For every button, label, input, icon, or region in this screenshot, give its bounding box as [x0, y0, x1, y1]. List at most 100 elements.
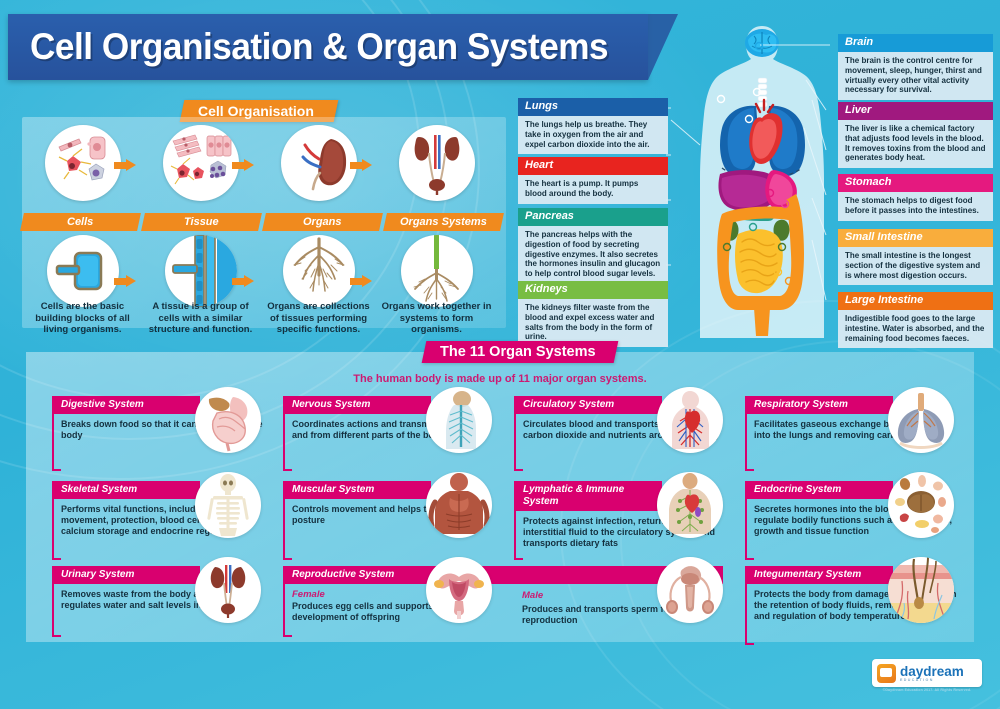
system-card-digestive: Digestive System Breaks down food so tha…: [52, 387, 270, 471]
reproductive-female-label: Female: [292, 589, 325, 600]
arrow-icon: [350, 159, 372, 171]
system-card-respiratory-text: Facilitates gaseous exchange by moving a…: [754, 419, 943, 440]
respiratory-system-icon: [888, 387, 954, 453]
callout-brain: Brain The brain is the control centre fo…: [838, 34, 993, 101]
callout-liver-text: The liver is like a chemical factory tha…: [838, 120, 993, 169]
stage-tissue-top: [144, 125, 257, 201]
system-card-digestive-title: Digestive System: [52, 396, 200, 414]
system-card-lymphatic: Lymphatic & Immune System Protects again…: [514, 472, 732, 560]
plant-root-icon: [282, 235, 355, 307]
plant-tissue-icon: [164, 235, 237, 307]
logo-text: daydream: [900, 663, 964, 679]
callout-kidneys-text: The kidneys filter waste from the blood …: [518, 299, 668, 348]
stage-label-cells: Cells: [20, 213, 141, 231]
system-card-respiratory: Respiratory System Facilitates gaseous e…: [745, 387, 963, 471]
title-accent-shape: [648, 14, 678, 80]
stage-organ-systems-bottom: [380, 235, 493, 307]
system-card-endocrine: Endocrine System Secretes hormones into …: [745, 472, 963, 560]
callout-small-intestine: Small Intestine The small intestine is t…: [838, 229, 993, 286]
system-card-muscular-text: Controls movement and helps to maintain …: [292, 504, 472, 525]
kidney-icon: [280, 125, 357, 201]
system-card-nervous: Nervous System Coordinates actions and t…: [283, 387, 501, 471]
callout-pancreas-title: Pancreas: [518, 208, 668, 226]
callout-brain-text: The brain is the control centre for move…: [838, 52, 993, 101]
poster-title-bar: Cell Organisation & Organ Systems: [8, 14, 648, 80]
arrow-icon: [114, 159, 136, 171]
urinary-system-icon: [195, 557, 261, 623]
system-card-respiratory-title: Respiratory System: [745, 396, 893, 414]
human-body-organs-icon: [676, 18, 848, 338]
logo-mark-icon: [877, 663, 896, 683]
stage-caption-organ-systems: Organs work together in systems to form …: [381, 301, 492, 335]
system-card-nervous-title: Nervous System: [283, 396, 431, 414]
system-card-endocrine-text: Secretes hormones into the bloodstream t…: [754, 504, 953, 536]
plant-cell-icon: [46, 235, 119, 307]
stage-organs-top: [262, 125, 375, 201]
system-card-integumentary-text: Protects the body from damage, and helps…: [754, 589, 957, 621]
callout-liver-title: Liver: [838, 102, 993, 120]
callout-lungs-title: Lungs: [518, 98, 668, 116]
cell-organisation-panel: Cells Tissue Organs Organs Systems: [20, 117, 506, 335]
arrow-icon: [350, 275, 372, 287]
system-card-reproductive-title: Reproductive System: [283, 566, 723, 584]
stage-label-organ-systems: Organs Systems: [383, 213, 504, 231]
callout-pancreas: Pancreas The pancreas helps with the dig…: [518, 208, 668, 284]
callout-pancreas-text: The pancreas helps with the digestion of…: [518, 226, 668, 284]
muscular-system-icon: [426, 472, 492, 538]
callout-small-intestine-text: The small intestine is the longest secti…: [838, 247, 993, 286]
stage-caption-tissue: A tissue is a group of cells with a simi…: [148, 301, 253, 335]
callout-stomach-title: Stomach: [838, 174, 993, 192]
callout-small-intestine-title: Small Intestine: [838, 229, 993, 247]
organ-systems-panel: The human body is made up of 11 major or…: [26, 352, 974, 645]
system-card-integumentary: Integumentary System Protects the body f…: [745, 557, 963, 645]
skeletal-system-icon: [195, 472, 261, 538]
system-card-circulatory-text: Circulates blood and transports oxygen, …: [523, 419, 720, 440]
system-card-skeletal: Skeletal System Performs vital functions…: [52, 472, 270, 560]
arrow-icon: [232, 275, 254, 287]
stage-tissue-bottom: [144, 235, 257, 307]
stage-organ-systems-top: [380, 125, 493, 201]
daydream-logo: daydream EDUCATION: [872, 659, 982, 687]
callout-brain-title: Brain: [838, 34, 993, 52]
callout-large-intestine-title: Large Intestine: [838, 292, 993, 310]
callout-large-intestine-text: Indigestible food goes to the large inte…: [838, 310, 993, 349]
system-card-skeletal-title: Skeletal System: [52, 481, 200, 499]
skin-layers-icon: [888, 557, 954, 623]
callout-kidneys-title: Kidneys: [518, 281, 668, 299]
circulatory-system-icon: [657, 387, 723, 453]
lungs-organ: [720, 105, 805, 177]
reproductive-male-text: Produces and transports sperm for reprod…: [522, 604, 673, 625]
cell-organisation-section: Cell Organisation: [20, 100, 506, 335]
digestive-system-icon: [195, 387, 261, 453]
callout-lungs: Lungs The lungs help us breathe. They ta…: [518, 98, 668, 155]
system-card-lymphatic-title: Lymphatic & Immune System: [514, 481, 662, 511]
system-card-integumentary-title: Integumentary System: [745, 566, 893, 584]
female-reproductive-icon: [426, 557, 492, 623]
system-card-circulatory: Circulatory System Circulates blood and …: [514, 387, 732, 471]
logo-subtext: EDUCATION: [900, 677, 934, 682]
stage-cells-top: [26, 125, 139, 201]
system-card-skeletal-text: Performs vital functions, including supp…: [61, 504, 255, 536]
copyright-text: ©Daydream Education 2017. All Rights Res…: [882, 688, 972, 692]
stage-organs-bottom: [262, 235, 375, 307]
arrow-icon: [232, 159, 254, 171]
system-card-urinary-title: Urinary System: [52, 566, 200, 584]
system-card-muscular-title: Muscular System: [283, 481, 431, 499]
system-card-lymphatic-text: Protects against infection, returns exce…: [523, 516, 716, 548]
small-intestine-organ: [735, 229, 783, 294]
callout-heart: Heart The heart is a pump. It pumps bloo…: [518, 157, 668, 204]
stage-caption-cells: Cells are the basic building blocks of a…: [35, 301, 130, 335]
lymphatic-system-icon: [657, 472, 723, 538]
whole-plant-icon: [400, 235, 473, 307]
callout-liver: Liver The liver is like a chemical facto…: [838, 102, 993, 169]
callout-lungs-text: The lungs help us breathe. They take in …: [518, 116, 668, 155]
stage-label-organs: Organs: [262, 213, 383, 231]
animal-tissue-icon: [162, 125, 239, 201]
system-card-urinary-text: Removes waste from the body as urine; re…: [61, 589, 245, 610]
reproductive-male-label: Male: [522, 590, 544, 601]
male-reproductive-icon: [657, 557, 723, 623]
system-card-circulatory-title: Circulatory System: [514, 396, 662, 414]
arrow-icon: [114, 275, 136, 287]
system-card-nervous-text: Coordinates actions and transmits signal…: [292, 419, 485, 440]
